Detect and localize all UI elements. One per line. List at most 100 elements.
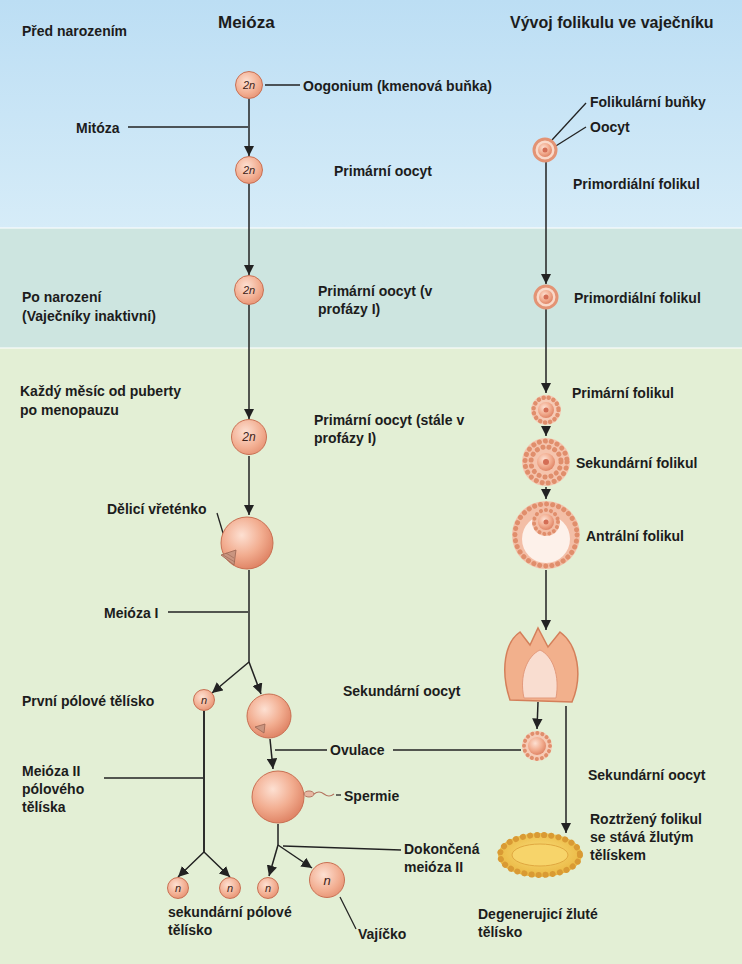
follicle — [538, 402, 554, 418]
stage-band: Před narozením 2n 2n — [0, 0, 742, 228]
process-arrow — [249, 662, 261, 694]
follicle — [544, 295, 549, 300]
part-label: Dělicí vřeténko — [107, 500, 207, 518]
follicle — [534, 398, 559, 423]
process-arrow — [537, 702, 538, 729]
follicle — [534, 139, 556, 161]
follicle-label: Sekundární folikul — [576, 454, 697, 472]
ploidy-label: n — [323, 874, 330, 887]
follicle — [544, 520, 549, 525]
process-label: Meióza II pólového tělíska — [22, 762, 102, 817]
follicle — [538, 143, 552, 157]
cell-circle: 2n — [231, 419, 267, 455]
follicle — [537, 453, 555, 471]
ploidy-label: 2n — [243, 285, 255, 296]
cell-circle: n — [309, 862, 345, 898]
follicle — [522, 438, 570, 486]
follicle — [539, 290, 553, 304]
follicle-label: Primární folikul — [572, 384, 674, 402]
oocyte-cell — [221, 517, 334, 823]
follicle-label: Primordiální folikul — [573, 175, 700, 193]
cell-label: Vajíčko — [358, 925, 406, 943]
cell-circle: 2n — [235, 156, 263, 184]
ploidy-label: 2n — [243, 165, 255, 176]
process-arrow — [248, 570, 250, 662]
ploidy-label: n — [175, 883, 181, 894]
process-arrow — [545, 426, 547, 436]
follicle — [525, 441, 567, 483]
stage-heading: Po narození (Vaječníky inaktivní) — [22, 288, 167, 326]
process-arrow — [269, 845, 278, 876]
follicle — [538, 514, 554, 530]
stage-heading: Každý měsíc od puberty po menopauzu — [20, 382, 192, 420]
follicle — [531, 447, 561, 477]
process-arrow — [248, 456, 250, 515]
cell-circle: 2n — [234, 275, 264, 305]
follicle — [543, 148, 548, 153]
oocyte-cell — [255, 724, 265, 733]
arrow-connector — [204, 711, 230, 877]
process-label: Ovulace — [330, 741, 384, 759]
follicle — [535, 286, 557, 308]
corpus-luteum — [498, 833, 582, 877]
leader-line — [104, 777, 203, 778]
follicle-label: Antrální folikul — [586, 527, 684, 545]
follicle-label: Degenerujicí žluté tělísko — [478, 905, 613, 941]
cell-label: Sekundární oocyt — [343, 682, 460, 700]
cell-label: sekundární pólové tělísko — [168, 903, 298, 939]
oocyte-cell — [221, 550, 236, 565]
process-arrow — [545, 162, 547, 284]
ploidy-label: n — [227, 883, 233, 894]
ploidy-label: n — [265, 883, 271, 894]
background-band — [0, 228, 742, 348]
process-arrow — [545, 570, 547, 630]
cell-circle: n — [193, 689, 215, 711]
process-arrow — [270, 739, 273, 769]
background-band — [0, 227, 742, 229]
column-heading: Vývoj folikulu ve vaječníku — [510, 13, 714, 34]
corpus-luteum — [512, 844, 568, 866]
leader-line — [104, 85, 586, 929]
cell-label: Primární oocyt (v profázy I) — [318, 282, 443, 318]
oocyte-cell — [223, 553, 235, 562]
follicle — [532, 508, 560, 536]
part-label: Folikulární buňky — [590, 93, 706, 111]
cell-label: Primární oocyt — [334, 162, 432, 180]
arrow-connector — [248, 305, 250, 419]
corpus-luteum — [498, 833, 582, 877]
oocyte-cell — [252, 771, 304, 823]
leader-line — [340, 897, 356, 929]
follicle — [505, 139, 580, 761]
process-label: Dokončená meióza II — [404, 840, 494, 876]
follicle — [544, 408, 549, 413]
follicle — [522, 731, 552, 761]
process-arrow — [278, 845, 312, 868]
stage-heading: Před narozením — [22, 22, 192, 41]
process-arrow — [212, 162, 566, 876]
background-band — [0, 348, 742, 964]
cell-circle: n — [219, 877, 241, 899]
oocyte-cell — [314, 792, 334, 796]
corpus-luteum — [500, 835, 580, 875]
follicle — [524, 733, 550, 759]
background-band — [0, 0, 742, 228]
leader-line — [275, 749, 327, 750]
leader-line — [265, 84, 300, 85]
follicle-label: Primordiální folikul — [574, 289, 701, 307]
cell-label: Oogonium (kmenová buňka) — [303, 77, 492, 95]
arrow-connector — [248, 99, 250, 156]
follicle — [512, 501, 580, 569]
ploidy-label: 2n — [242, 431, 255, 443]
process-arrow — [212, 662, 249, 693]
leader-line — [283, 846, 401, 850]
cell-circle: 2n — [235, 71, 263, 99]
oocyte-cell — [221, 517, 273, 569]
leader-line — [128, 126, 248, 127]
follicle — [515, 504, 577, 566]
leader-line — [552, 103, 586, 140]
part-label: Oocyt — [590, 118, 630, 136]
arrow-connector — [248, 184, 250, 275]
oocyte-cell — [247, 694, 291, 738]
follicle — [522, 515, 570, 563]
